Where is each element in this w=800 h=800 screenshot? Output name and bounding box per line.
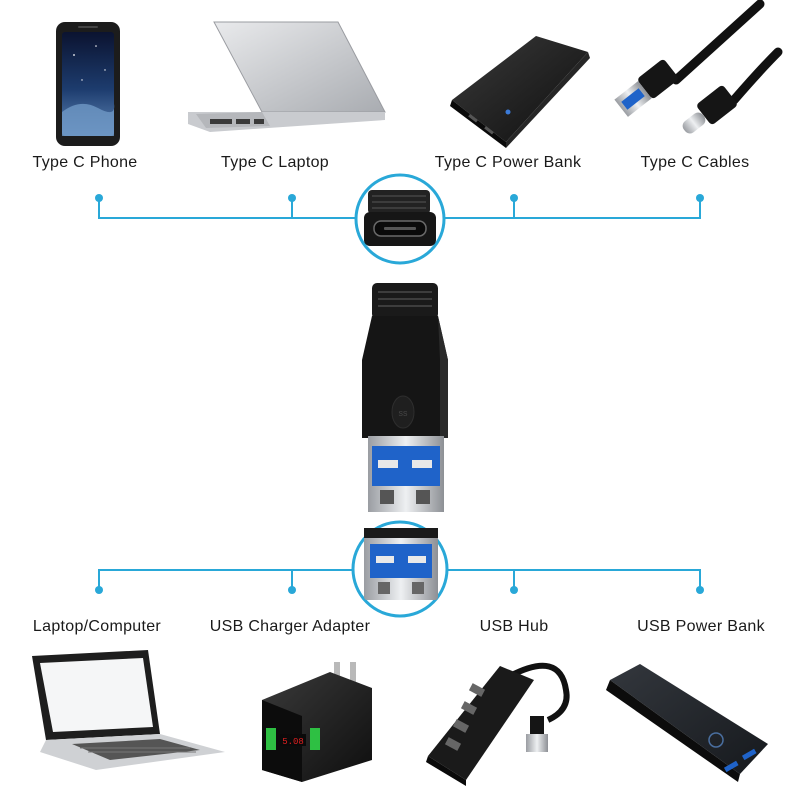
usb-a-male-port-icon — [351, 520, 449, 618]
label-usb-power-bank: USB Power Bank — [637, 618, 765, 635]
type-c-female-port-icon — [354, 173, 446, 265]
top-connector-dots — [95, 194, 704, 202]
charger-display-readout: 5.08 — [282, 737, 304, 747]
connector-dot — [95, 194, 103, 202]
laptop-icon — [32, 650, 225, 770]
smartphone-icon — [56, 22, 120, 146]
label-usb-charger-adapter: USB Charger Adapter — [209, 618, 371, 635]
connector-dot — [696, 194, 704, 202]
connector-dot — [696, 586, 704, 594]
label-laptop-computer: Laptop/Computer — [32, 618, 162, 635]
laptop-icon — [188, 21, 386, 132]
usb-cable-icon — [614, 0, 783, 134]
svg-text:ss: ss — [399, 408, 409, 418]
power-bank-icon — [606, 664, 768, 782]
connector-dot — [288, 586, 296, 594]
bottom-connector-dots — [95, 586, 704, 594]
usb-a-to-type-c-adapter-icon: ss — [362, 283, 448, 512]
connector-dot — [510, 194, 518, 202]
connector-dot — [510, 586, 518, 594]
label-type-c-cables: Type C Cables — [640, 154, 750, 171]
label-type-c-laptop: Type C Laptop — [221, 154, 329, 171]
connector-dot — [288, 194, 296, 202]
charger-adapter-icon: 5.08 — [262, 662, 372, 782]
connector-dot — [95, 586, 103, 594]
label-type-c-power-bank: Type C Power Bank — [434, 154, 582, 171]
usb-hub-icon — [426, 662, 570, 786]
label-type-c-phone: Type C Phone — [32, 154, 138, 171]
label-usb-hub: USB Hub — [479, 618, 549, 635]
power-bank-icon — [450, 36, 590, 148]
